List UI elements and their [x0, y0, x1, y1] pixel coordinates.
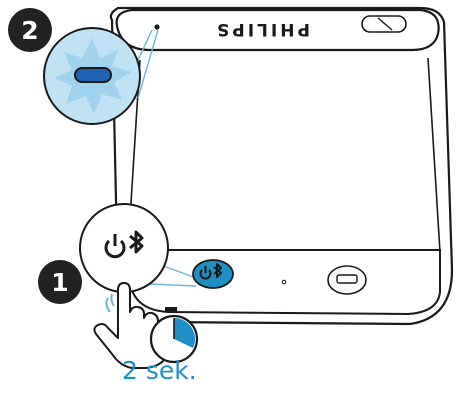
usb-port-icon: [327, 265, 367, 295]
power-bt-zoom-callout: [79, 203, 197, 293]
svg-text:2: 2: [21, 16, 38, 45]
power-bluetooth-icon: [104, 230, 144, 259]
led-zoom-callout: [43, 27, 159, 125]
step-2-badge: 2: [8, 8, 52, 52]
microphone-hole: [281, 279, 287, 285]
power-bluetooth-button[interactable]: [192, 259, 234, 289]
timer-icon: [149, 307, 199, 364]
svg-text:PHILIPS: PHILIPS: [214, 19, 310, 39]
svg-text:1: 1: [51, 268, 68, 297]
strap-loop-icon: [361, 15, 407, 33]
brand-logo: PHILIPS: [214, 19, 310, 39]
led-blue-indicator: [74, 67, 112, 83]
timer-label: 2 sek.: [122, 356, 197, 385]
speaker-body: [109, 6, 454, 326]
step-1-badge: 1: [38, 260, 82, 304]
led-indicator-icon: [154, 24, 160, 30]
